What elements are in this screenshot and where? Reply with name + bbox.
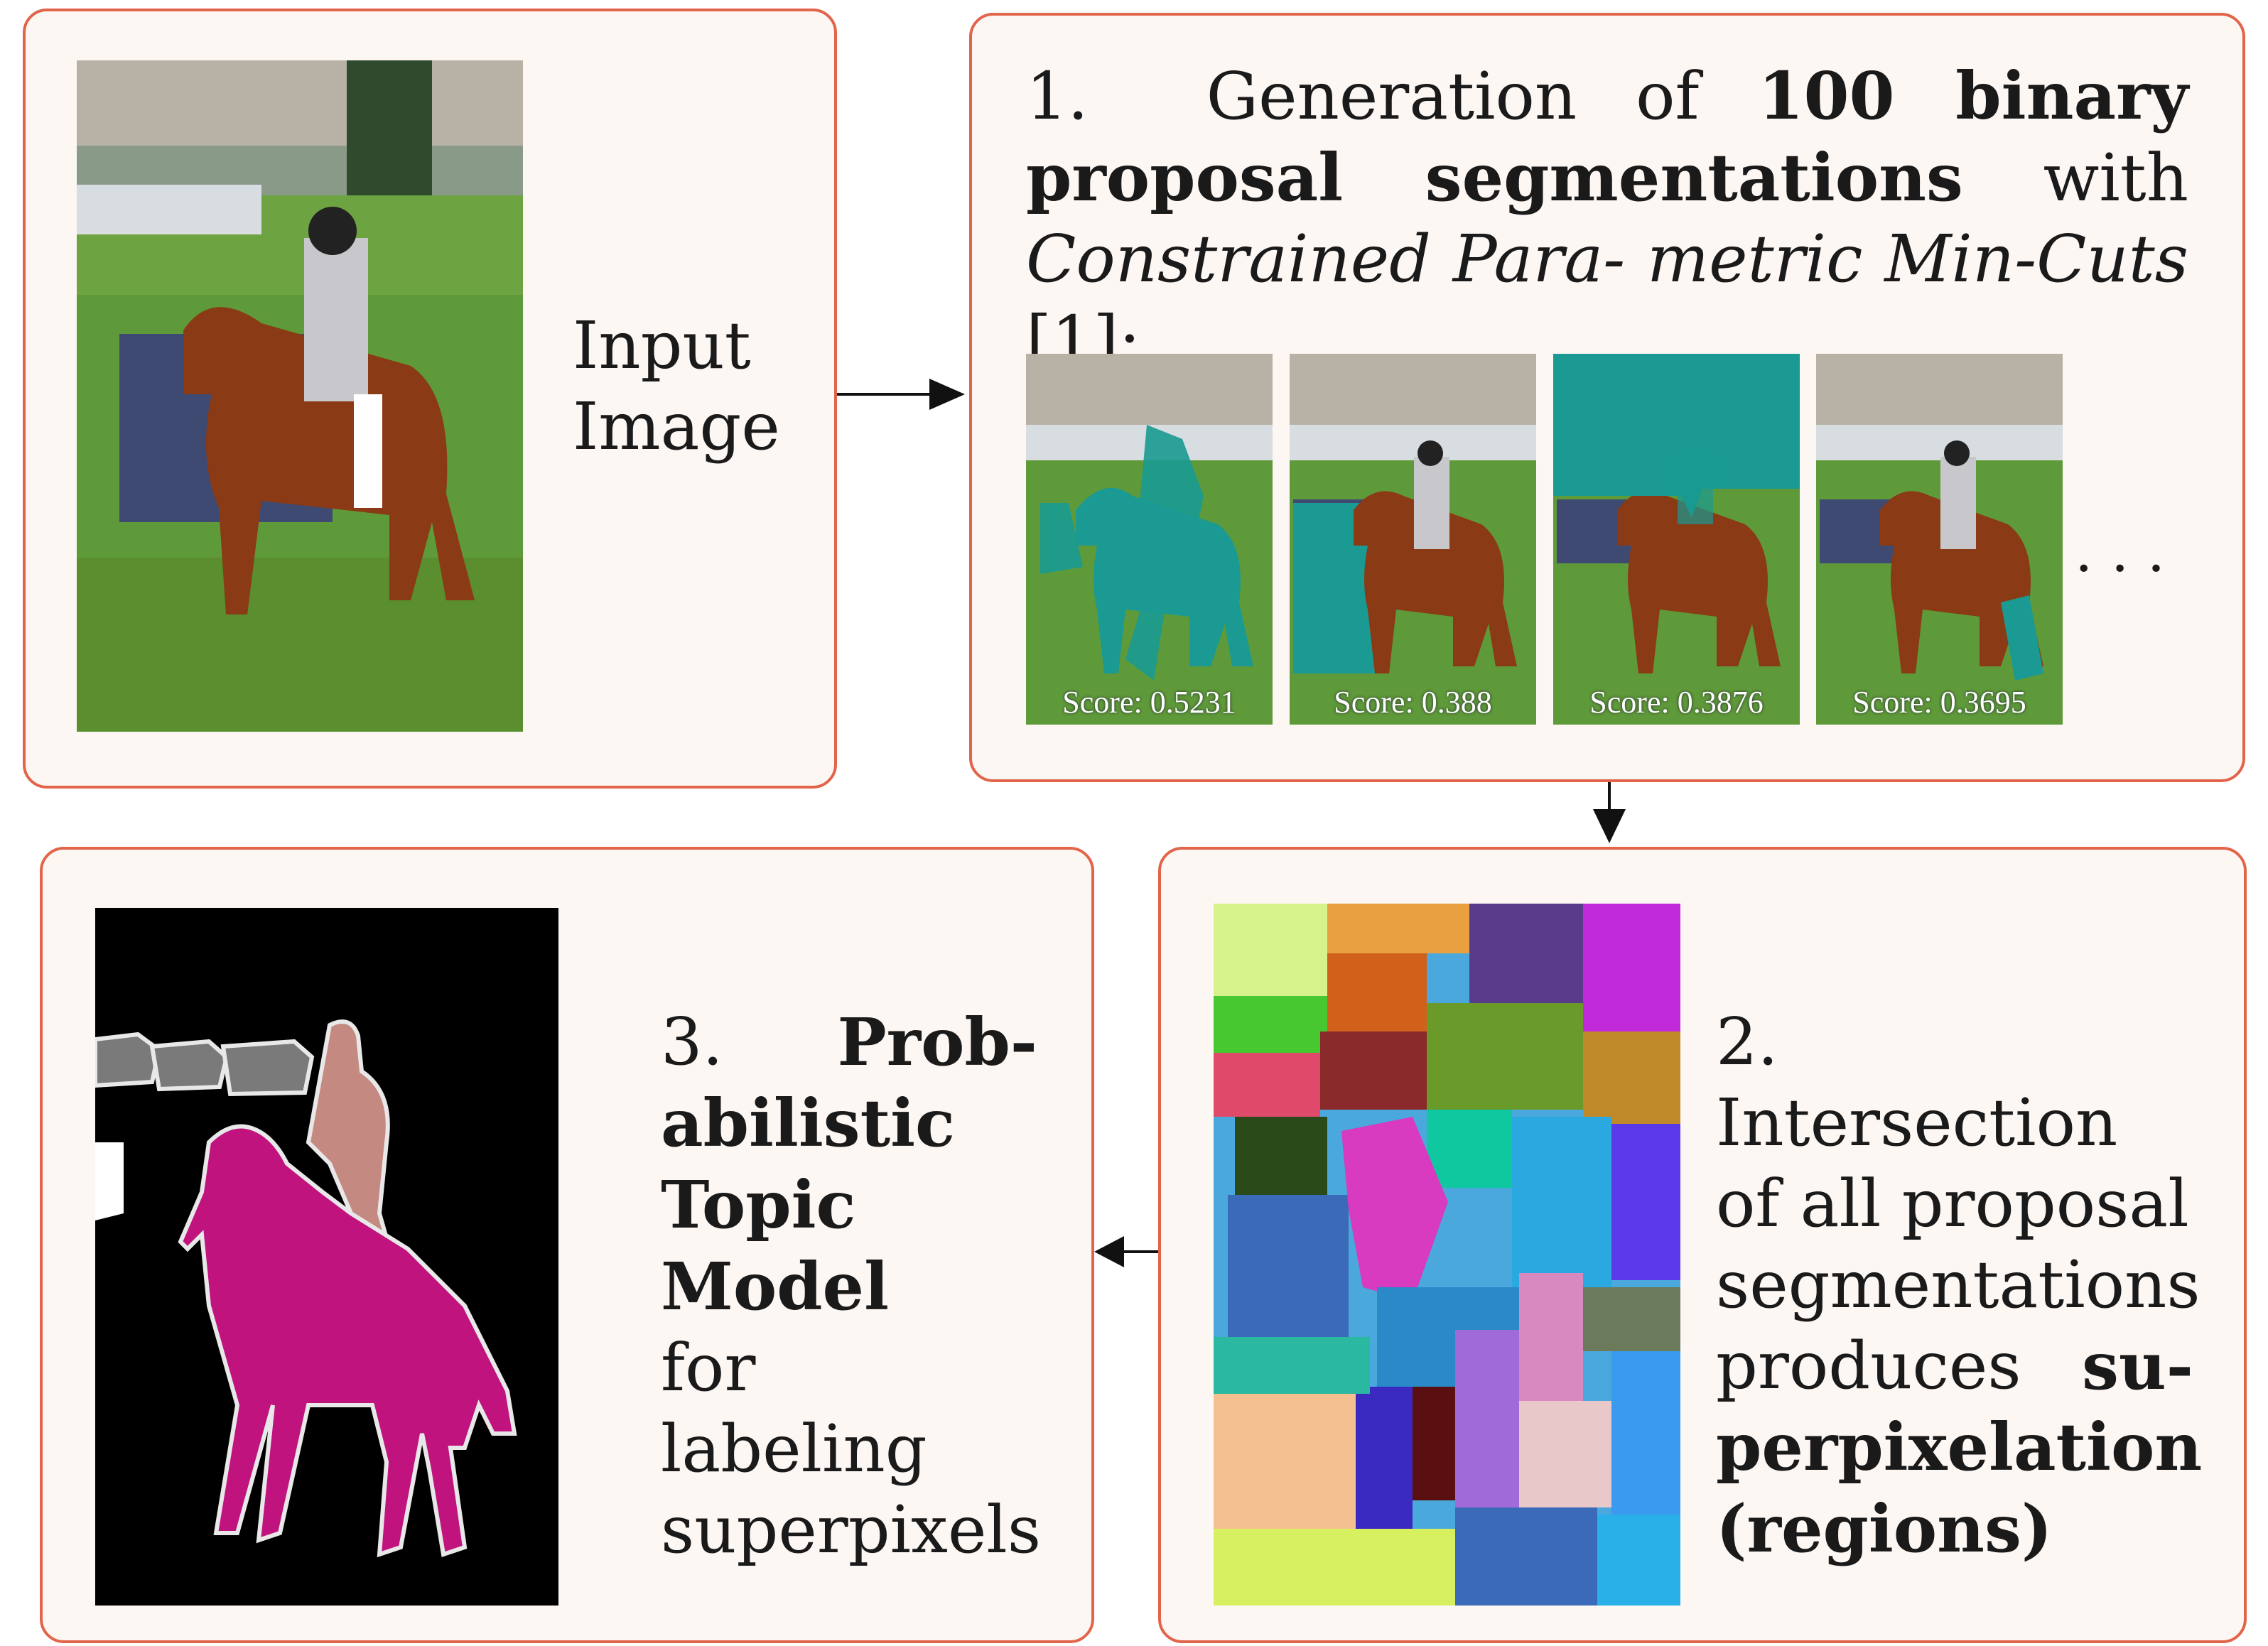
step2-text-a: Intersection	[1716, 1085, 2118, 1161]
arrow-step2-to-step3	[1094, 1236, 1158, 1267]
input-horse-photo	[77, 60, 523, 732]
step3-bold4: Model	[661, 1248, 890, 1325]
arrow-input-to-step1	[837, 379, 965, 410]
step3-description: 3. Prob- abilistic Topic Model for label…	[661, 1002, 1042, 1571]
step2-number: 2.	[1716, 1004, 1778, 1080]
step2-text-c: segmentations	[1716, 1247, 2200, 1323]
step1-bold: 100 binary proposal segmentations	[1026, 58, 2188, 216]
step3-bold1: Prob-	[837, 1004, 1037, 1081]
input-label-line2: Image	[573, 389, 780, 465]
step1-line1: 1. Generation of 100 binary proposal seg…	[1026, 55, 2188, 381]
labeling-result	[95, 908, 558, 1606]
proposal-score: Score: 0.388	[1334, 685, 1492, 720]
proposal-score: Score: 0.3695	[1852, 685, 2026, 720]
step3-line1: 3. Prob-	[661, 1002, 1037, 1083]
step1-italic2: metric Min-Cuts	[1646, 221, 2188, 297]
superpixel-map	[1214, 904, 1680, 1606]
step2-text-b: of all proposal	[1716, 1166, 2189, 1242]
proposal-score: Score: 0.5231	[1062, 685, 1236, 720]
arrow-step1-to-step2	[1593, 782, 1626, 843]
step2-bold1: su-	[2082, 1328, 2193, 1404]
step2-line-a: 2. Intersection	[1716, 1002, 2193, 1164]
input-image-label: Input Image	[573, 305, 807, 467]
step1-description: 1. Generation of 100 binary proposal seg…	[1026, 55, 2188, 381]
input-label-line1: Input	[573, 308, 751, 384]
proposal-ellipsis: . . .	[2075, 519, 2166, 585]
step3-text-a: for labeling	[661, 1330, 927, 1487]
step1-pre: Generation of	[1206, 58, 1700, 134]
step3-bold2: abilistic	[661, 1085, 956, 1162]
step2-bold2: perpixelation	[1716, 1409, 2203, 1485]
proposal-thumbnail: Score: 0.3695	[1816, 354, 2063, 725]
step3-text-b: superpixels	[661, 1492, 1042, 1568]
proposal-thumbnail: Score: 0.5231	[1026, 354, 1273, 725]
proposal-thumbnail: Score: 0.388	[1290, 354, 1536, 725]
proposal-thumbnail: Score: 0.3876	[1553, 354, 1800, 725]
step2-line-d: produces su-	[1716, 1326, 2193, 1407]
step2-text-d: produces	[1716, 1328, 2021, 1404]
step1-number: 1.	[1026, 58, 1089, 134]
step1-italic1: Constrained Para-	[1026, 221, 1626, 297]
step1-mid: with	[2043, 140, 2189, 216]
step3-bold3: Topic	[661, 1166, 856, 1243]
step2-description: 2. Intersection of all proposal segmenta…	[1716, 1002, 2202, 1570]
step3-number: 3.	[661, 1004, 723, 1080]
proposal-score: Score: 0.3876	[1589, 685, 1764, 720]
step2-bold3: (regions)	[1716, 1490, 2053, 1567]
